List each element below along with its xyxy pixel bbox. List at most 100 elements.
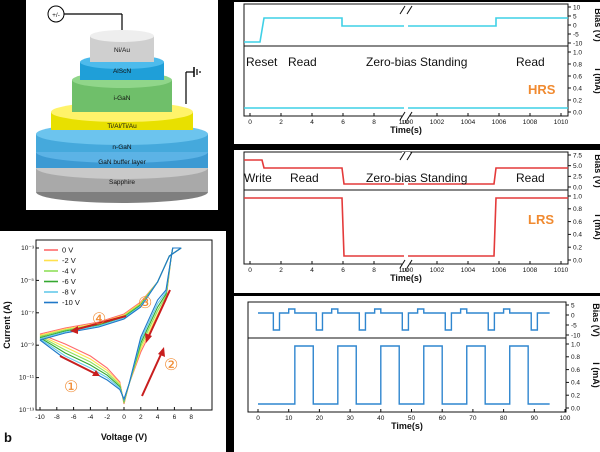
time-tick-label: 1008 xyxy=(523,267,538,274)
phase-label: Read xyxy=(290,171,319,185)
bias-trace xyxy=(408,17,568,27)
axis-break xyxy=(402,6,410,14)
sweep-marker-2: ② xyxy=(164,357,178,374)
bias-tick-label: 0 xyxy=(571,312,575,319)
time-tick-label: 90 xyxy=(531,415,539,422)
current-tick-label: 1.0 xyxy=(573,49,582,56)
layer-label: Sapphire xyxy=(109,179,135,186)
current-axis-label: I (mA) xyxy=(593,68,600,94)
state-label: LRS xyxy=(528,212,554,227)
axis-break-mark xyxy=(406,5,413,15)
current-tick-label: 0.6 xyxy=(573,219,582,226)
sweep-arrow-4 xyxy=(73,315,127,331)
sweep-marker-1: ① xyxy=(64,379,78,396)
bias-tick-label: 2.5 xyxy=(573,174,582,181)
iv-xtick-label: -4 xyxy=(88,414,94,421)
bias-tick-label: 7.5 xyxy=(573,152,582,159)
axis-break xyxy=(402,152,410,160)
axis-break-mark xyxy=(406,259,413,269)
bias-tick-label: -10 xyxy=(571,332,581,339)
phase-label: Write xyxy=(244,171,272,185)
time-tick-label: 10 xyxy=(401,119,409,126)
bias-tick-label: 5 xyxy=(571,302,575,309)
iv-ytick-label: 10⁻⁹ xyxy=(21,342,35,349)
current-tick-label: 0.2 xyxy=(573,245,582,252)
legend-label: -8 V xyxy=(62,288,76,297)
time-tick-label: 1006 xyxy=(492,267,507,274)
time-tick-label: 1000 xyxy=(399,267,414,274)
bias-trace xyxy=(408,167,568,185)
iv-xtick-label: 4 xyxy=(156,414,160,421)
time-tick-label: 1002 xyxy=(430,119,445,126)
time-tick-label: 80 xyxy=(500,415,508,422)
time-tick-label: 6 xyxy=(341,267,345,274)
axis-break xyxy=(402,112,410,120)
axis-break-mark xyxy=(399,151,406,161)
bias-tick-label: 10 xyxy=(573,4,581,11)
iv-curves xyxy=(39,247,182,405)
iv-xtick-label: -8 xyxy=(54,414,60,421)
time-tick-label: 8 xyxy=(372,267,376,274)
current-trace xyxy=(244,197,404,257)
iv-ylabel: Current (A) xyxy=(2,301,12,349)
legend-label: -4 V xyxy=(62,267,76,276)
source-label: +/- xyxy=(52,12,60,19)
current-tick-label: 1.0 xyxy=(571,341,580,348)
time-tick-label: 4 xyxy=(310,267,314,274)
iv-xtick-label: 8 xyxy=(189,414,193,421)
axis-break-mark xyxy=(399,111,406,121)
time-tick-label: 30 xyxy=(346,415,354,422)
legend-label: -2 V xyxy=(62,256,76,265)
axis-break-mark xyxy=(406,111,413,121)
current-tick-label: 0.2 xyxy=(573,97,582,104)
device-schematic: +/- Ni/Au AlScN i-GaN Ti/Al/Ti/Au n-GaN … xyxy=(26,0,218,210)
iv-ytick-label: 10⁻⁷ xyxy=(21,310,35,317)
iv-xlabel: Voltage (V) xyxy=(101,432,147,442)
sweep-arrow-2 xyxy=(141,351,163,397)
legend-label: -10 V xyxy=(62,298,80,307)
iv-xtick-label: -10 xyxy=(35,414,45,421)
current-tick-label: 1.0 xyxy=(573,193,582,200)
time-tick-label: 1008 xyxy=(523,119,538,126)
time-axis-label: Time(s) xyxy=(390,273,422,283)
time-tick-label: 2 xyxy=(279,119,283,126)
time-axis-label: Time(s) xyxy=(390,125,422,135)
bias-trace xyxy=(258,308,550,331)
voltage-source-symbol xyxy=(47,5,65,23)
time-tick-label: 2 xyxy=(279,267,283,274)
phase-label: Read xyxy=(288,55,317,69)
layer-label: n-GaN xyxy=(112,144,131,151)
sweep-marker-3: ③ xyxy=(138,295,152,312)
current-axes xyxy=(247,337,567,413)
phase-label: Zero-bias Standing xyxy=(366,171,467,185)
current-tick-label: 0.6 xyxy=(571,367,580,374)
bias-tick-label: -10 xyxy=(573,40,583,47)
bias-trace xyxy=(244,159,404,185)
current-tick-label: 0.4 xyxy=(573,232,582,239)
iv-xtick-label: 6 xyxy=(173,414,177,421)
axis-break-mark xyxy=(399,5,406,15)
panel-background xyxy=(234,2,600,144)
iv-xtick-label: 2 xyxy=(139,414,143,421)
sweep-arrow-3 xyxy=(147,289,171,339)
bias-axis-label: Bias (V) xyxy=(593,8,600,42)
axis-break-mark xyxy=(399,259,406,269)
legend-label: -6 V xyxy=(62,277,76,286)
time-axis-label: Time(s) xyxy=(391,421,423,431)
time-tick-label: 20 xyxy=(316,415,324,422)
sweep-marker-4: ④ xyxy=(92,311,106,328)
iv-ytick-label: 10⁻¹³ xyxy=(19,407,35,414)
state-label: HRS xyxy=(528,82,556,97)
time-tick-label: 1002 xyxy=(430,267,445,274)
time-tick-label: 50 xyxy=(408,415,416,422)
time-tick-label: 1004 xyxy=(461,119,476,126)
axis-break-mark xyxy=(406,151,413,161)
current-trace xyxy=(408,197,568,257)
current-tick-label: 0.8 xyxy=(571,354,580,361)
iv-ytick-label: 10⁻¹¹ xyxy=(19,375,35,382)
time-tick-label: 4 xyxy=(310,119,314,126)
